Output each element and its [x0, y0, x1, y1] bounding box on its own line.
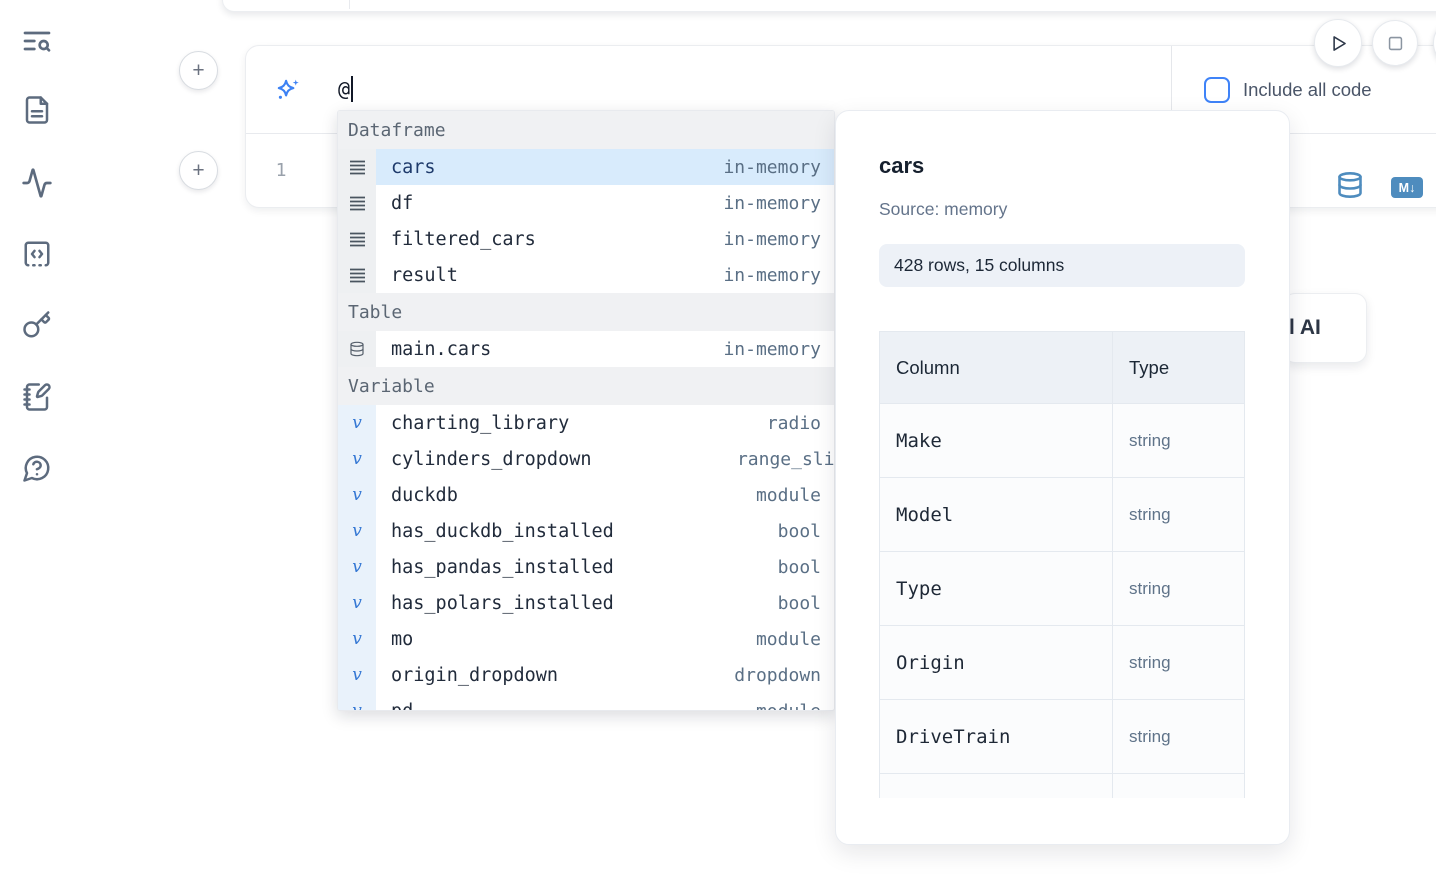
- snippets-icon[interactable]: [20, 237, 54, 271]
- code-editor[interactable]: 1: [246, 134, 1436, 207]
- help-icon[interactable]: [20, 451, 54, 485]
- table-row: Model string: [880, 478, 1244, 552]
- include-all-code-label: Include all code: [1243, 79, 1372, 100]
- schema-table-header: Column Type: [880, 332, 1244, 404]
- variable-icon: v: [338, 585, 376, 621]
- dataframe-icon: [338, 257, 376, 293]
- variable-icon: v: [338, 441, 376, 477]
- line-number: 1: [275, 160, 287, 181]
- variable-icon: v: [338, 405, 376, 441]
- preview-source: Source: memory: [879, 199, 1008, 219]
- documentation-icon[interactable]: [20, 93, 54, 127]
- variable-icon: v: [338, 549, 376, 585]
- stop-button[interactable]: [1372, 20, 1418, 66]
- table-row: Make string: [880, 404, 1244, 478]
- toc-search-icon[interactable]: [20, 24, 54, 58]
- section-header-dataframe: Dataframe: [338, 111, 834, 149]
- shape-badge: 428 rows, 15 columns: [879, 244, 1245, 287]
- dataframe-preview-panel: cars Source: memory 428 rows, 15 columns…: [835, 110, 1290, 845]
- include-all-code-checkbox[interactable]: [1204, 77, 1230, 103]
- stop-icon: [1388, 36, 1402, 50]
- section-header-table: Table: [338, 293, 834, 331]
- play-icon: [1332, 35, 1346, 51]
- previous-cell-partial: [222, 0, 1436, 12]
- schema-table: Column Type Make string Model string Typ…: [879, 331, 1245, 798]
- table-row-partial: [880, 774, 1244, 798]
- add-cell-above-button[interactable]: +: [179, 51, 218, 90]
- schema-table-container: Column Type Make string Model string Typ…: [879, 331, 1245, 798]
- section-header-variable: Variable: [338, 367, 834, 405]
- tracing-icon[interactable]: [20, 166, 54, 200]
- preview-title: cars: [879, 153, 925, 178]
- variable-icon: v: [338, 477, 376, 513]
- dataframe-icon: [338, 221, 376, 257]
- database-icon[interactable]: [1336, 171, 1364, 204]
- gutter-divider: [349, 0, 350, 9]
- shortcuts-icon[interactable]: [20, 308, 54, 342]
- database-icon: [338, 331, 376, 367]
- generate-with-ai-button[interactable]: l AI: [1283, 293, 1367, 363]
- prompt-divider: [1171, 46, 1172, 133]
- table-row: DriveTrain string: [880, 700, 1244, 774]
- add-cell-below-button[interactable]: +: [179, 151, 218, 190]
- dataframe-icon: [338, 185, 376, 221]
- variable-icon: v: [338, 513, 376, 549]
- variable-icon: v: [338, 693, 376, 710]
- run-cell-button[interactable]: [1314, 19, 1362, 67]
- text-cursor: [351, 75, 354, 102]
- table-row: Origin string: [880, 626, 1244, 700]
- dataframe-icon: [338, 149, 376, 185]
- table-row: Type string: [880, 552, 1244, 626]
- variable-icon: v: [338, 657, 376, 693]
- sidebar: [0, 0, 72, 874]
- markdown-icon[interactable]: M↓: [1391, 177, 1423, 198]
- sparkles-icon: [274, 76, 303, 110]
- scratchpad-icon[interactable]: [20, 380, 54, 414]
- variable-icon: v: [338, 621, 376, 657]
- ai-prompt-input[interactable]: @: [338, 75, 354, 104]
